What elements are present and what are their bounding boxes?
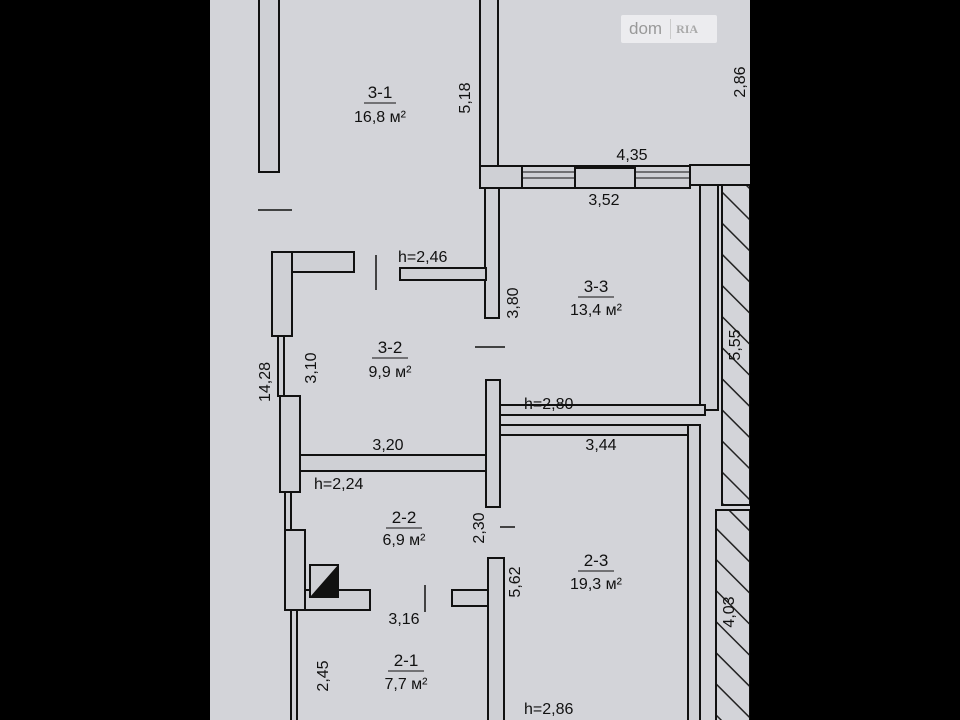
room-area: 6,9 м² <box>382 532 426 549</box>
dimension: h=2,80 <box>524 396 573 413</box>
room-area: 13,4 м² <box>570 302 623 319</box>
room-area: 16,8 м² <box>354 109 407 126</box>
dimension: 3,52 <box>588 192 619 209</box>
right-margin <box>750 0 960 720</box>
watermark-dom: dom <box>621 19 672 39</box>
dimension: 5,62 <box>507 566 524 597</box>
dimension: 3,44 <box>585 437 616 454</box>
room-id: 3-3 <box>584 277 609 296</box>
dimension: h=2,24 <box>314 476 363 493</box>
dimension: 2,30 <box>471 512 488 543</box>
watermark-logo: dom RIA <box>621 15 717 43</box>
watermark-ria: RIA <box>676 21 699 36</box>
dimension: 5,18 <box>457 82 474 113</box>
room-area: 19,3 м² <box>570 576 623 593</box>
dimension: h=2,86 <box>524 701 573 718</box>
dimension: 3,10 <box>303 352 320 383</box>
dimension: 2,86 <box>732 66 749 97</box>
dimension: 4,03 <box>721 596 738 627</box>
room-id: 3-2 <box>378 338 403 357</box>
dimension: 3,16 <box>388 611 419 628</box>
walls <box>258 0 756 720</box>
room-id: 2-1 <box>394 651 419 670</box>
room-area: 7,7 м² <box>384 676 428 693</box>
dimension: 4,35 <box>616 147 647 164</box>
dimension: 5,55 <box>727 329 744 360</box>
room-id: 3-1 <box>368 83 393 102</box>
hatched-wall <box>715 509 751 720</box>
room-id: 2-2 <box>392 508 417 527</box>
left-margin <box>0 0 210 720</box>
dimension: 14,28 <box>257 362 274 402</box>
dimension: h=2,46 <box>398 249 447 266</box>
room-area: 9,9 м² <box>368 364 412 381</box>
dimension: 3,20 <box>372 437 403 454</box>
dimension: 2,45 <box>315 660 332 691</box>
dimension: 3,80 <box>505 287 522 318</box>
room-id: 2-3 <box>584 551 609 570</box>
dimension-labels: 5,18 4,35 3,52 2,86 h=2,46 3,80 5,55 3,1… <box>257 66 749 718</box>
